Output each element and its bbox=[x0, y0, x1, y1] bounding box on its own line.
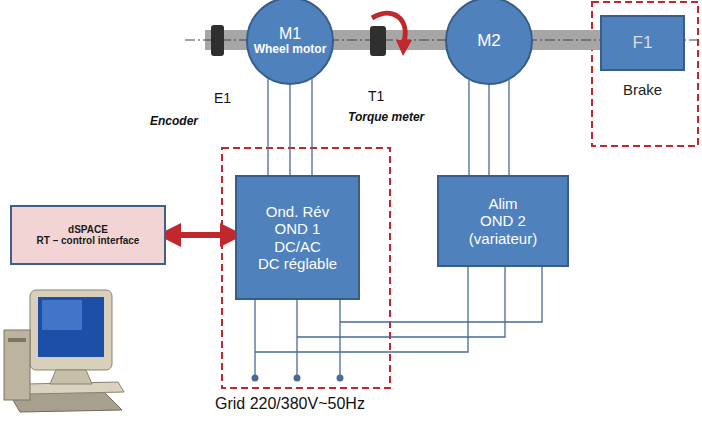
power-wire bbox=[311, 79, 312, 175]
node-title: F1 bbox=[633, 33, 653, 53]
node-title: M2 bbox=[477, 31, 501, 51]
power-wire bbox=[468, 80, 469, 175]
inverter-box: Ond. RévOND 1DC/ACDC réglable bbox=[235, 175, 360, 300]
power-wire bbox=[508, 80, 509, 175]
control-arrow bbox=[168, 232, 233, 238]
interface-box: dSPACERT – control interface bbox=[10, 205, 166, 265]
part-label: Encoder bbox=[150, 114, 198, 128]
node-title: Alim bbox=[488, 195, 517, 212]
rotation-arrow bbox=[372, 13, 405, 42]
part-label: T1 bbox=[368, 88, 384, 104]
power-wire bbox=[488, 85, 489, 175]
drive-box: AlimOND 2(variateur) bbox=[437, 175, 569, 267]
computer-icon bbox=[4, 290, 124, 412]
node-text: DC réglable bbox=[258, 255, 337, 272]
node-text: Wheel motor bbox=[254, 43, 327, 57]
encoder-disc bbox=[211, 25, 224, 56]
motor-circle: M2 bbox=[445, 0, 533, 85]
power-wire bbox=[289, 85, 290, 175]
node-title: Ond. Rév bbox=[266, 203, 329, 220]
node-title: M1 bbox=[279, 25, 301, 43]
grid-terminal bbox=[294, 375, 301, 382]
node-title: dSPACE bbox=[68, 224, 108, 236]
grid-terminal bbox=[252, 375, 259, 382]
node-text: OND 2 bbox=[480, 212, 526, 229]
node-text: RT – control interface bbox=[37, 235, 140, 247]
dashed-region bbox=[592, 2, 698, 146]
part-label: Torque meter bbox=[348, 110, 424, 124]
node-text: Brake bbox=[602, 81, 683, 98]
grid-label: Grid 220/380V~50Hz bbox=[215, 395, 365, 413]
grid-terminal bbox=[337, 375, 344, 382]
part-label: E1 bbox=[214, 90, 231, 106]
torque-meter bbox=[370, 26, 386, 56]
motor-circle: M1Wheel motor bbox=[246, 0, 334, 85]
node-text: DC/AC bbox=[274, 238, 321, 255]
rotation-arrowhead bbox=[396, 40, 412, 56]
node-text: (variateur) bbox=[469, 230, 537, 247]
brake-box: F1Brake bbox=[600, 15, 685, 71]
node-text: OND 1 bbox=[275, 220, 321, 237]
power-wire bbox=[267, 79, 268, 175]
